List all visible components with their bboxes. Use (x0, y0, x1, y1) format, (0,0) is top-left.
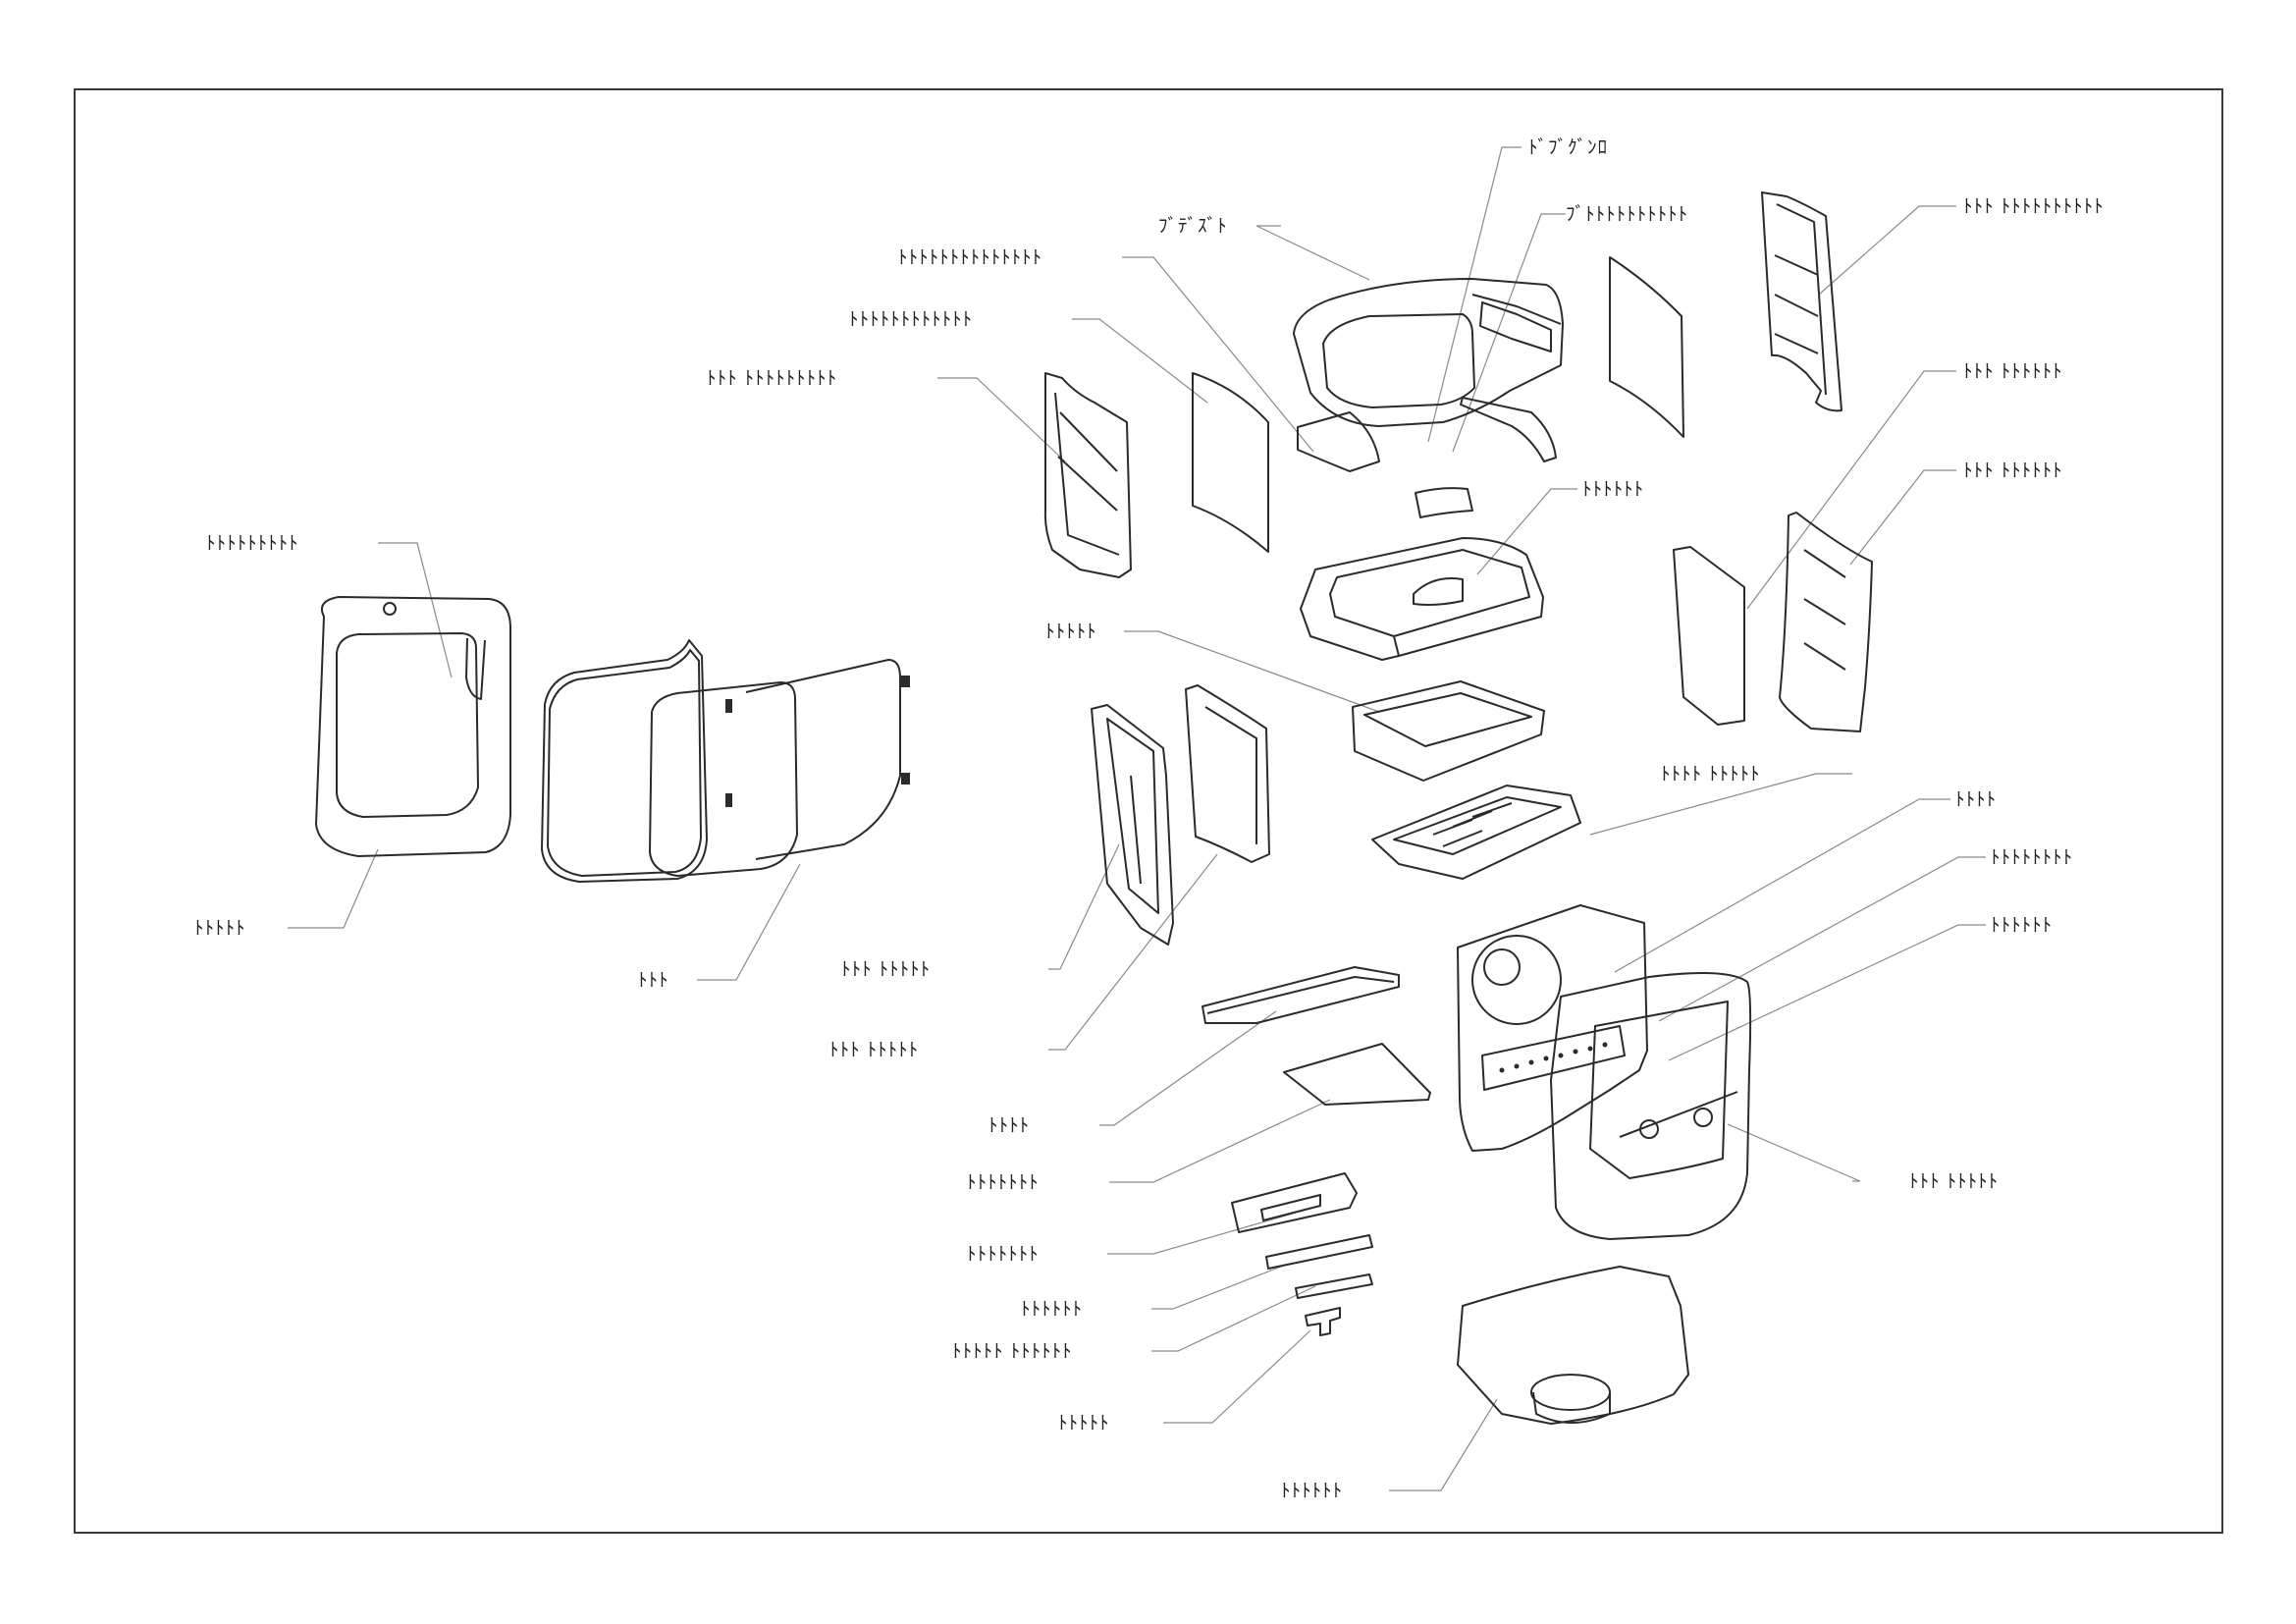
latch-plate-part (1265, 1234, 1373, 1270)
side-panel-right-3-part (1779, 512, 1873, 732)
callout-lid-sensor-shaft: ﾌﾞﾄﾄﾄﾄﾄﾄﾄﾄﾄﾄ (1566, 203, 1689, 225)
leader-lines (288, 146, 1986, 1491)
drawing-frame (74, 88, 2223, 1534)
latch-clip-part (1295, 1273, 1373, 1299)
callout-frame-mount: ﾄﾄﾄﾄﾄﾄ (1582, 478, 1645, 500)
left-side-1-part (1091, 704, 1174, 946)
callout-left-side-1: ﾄﾄﾄ ﾄﾄﾄﾄﾄ (841, 958, 932, 980)
callout-side-panel-right-3: ﾄﾄﾄ ﾄﾄﾄﾄﾄﾄ (1963, 460, 2063, 481)
callout-door-skin: ﾄﾄﾄ ﾄﾄﾄﾄﾄ (1909, 1170, 2000, 1192)
left-side-2-part (1185, 684, 1270, 863)
callout-base-dish: ﾄﾄﾄﾄﾄﾄ (1281, 1480, 1344, 1501)
part-outlines (315, 191, 1873, 1425)
side-panel-right-1-part (1761, 191, 1842, 412)
callout-side-panel-right-1: ﾄﾄﾄ ﾄﾄﾄﾄﾄﾄﾄﾄﾄﾄ (1963, 195, 2105, 217)
callout-side-panel-left-1: ﾄﾄﾄ ﾄﾄﾄﾄﾄﾄﾄﾄﾄ (707, 367, 838, 389)
mesh-grate-part (1371, 785, 1581, 880)
callout-panel-display: ﾄﾄﾄﾄﾄﾄﾄﾄ (1991, 846, 2074, 868)
side-panel-right-2-part (1673, 546, 1745, 726)
callout-left-side-2: ﾄﾄﾄ ﾄﾄﾄﾄﾄ (829, 1039, 920, 1060)
callout-mesh-grate: ﾄﾄﾄﾄ ﾄﾄﾄﾄﾄ (1661, 763, 1761, 785)
gasket-part (541, 639, 708, 883)
callout-handle: ﾄﾄﾄﾄﾄﾄﾄ (967, 1243, 1040, 1265)
inner-tray-part (1352, 680, 1545, 782)
base-dish-part (1457, 1266, 1689, 1425)
callout-upper-cover: ﾌﾞﾃﾞｽﾞﾄ (1158, 215, 1228, 237)
handle-part (1231, 1172, 1358, 1233)
callout-front-window-frame: ﾄﾄﾄﾄﾄﾄﾄﾄﾄ (206, 532, 299, 554)
control-panel-part (1457, 904, 1648, 1152)
callout-glass: ﾄﾄﾄ (638, 969, 669, 991)
drip-tray-part (1201, 966, 1400, 1024)
drip-deflector-part (1283, 1043, 1431, 1106)
callout-latch-plate: ﾄﾄﾄﾄﾄﾄ (1021, 1298, 1084, 1320)
callout-side-panel-right-2: ﾄﾄﾄ ﾄﾄﾄﾄﾄﾄ (1963, 360, 2063, 382)
side-panel-left-1-part (1043, 372, 1132, 578)
callout-latch-key: ﾄﾄﾄﾄﾄ (1058, 1412, 1110, 1434)
callout-panel-bracket: ﾄﾄﾄﾄﾄﾄ (1991, 914, 2054, 936)
callout-drip-tray: ﾄﾄﾄﾄ (988, 1114, 1031, 1136)
door-skin-part (1550, 972, 1752, 1240)
callout-drip-deflector: ﾄﾄﾄﾄﾄﾄﾄ (967, 1171, 1040, 1193)
latch-key-part (1305, 1307, 1341, 1336)
callout-side-panel-left-filter: ﾄﾄﾄﾄﾄﾄﾄﾄﾄﾄﾄﾄ (849, 308, 974, 330)
frame-mount-part (1300, 537, 1544, 661)
top-cover-part (1293, 278, 1564, 427)
front-bezel-part (315, 596, 511, 857)
callout-latch-clip: ﾄﾄﾄﾄﾄ ﾄﾄﾄﾄﾄﾄ (952, 1340, 1073, 1362)
callout-top-lid-hinge: ﾄﾞﾌﾞｸﾞﾝﾛ (1528, 136, 1609, 158)
callout-lid-flap-lower: ﾄﾄﾄﾄﾄﾄﾄﾄﾄﾄﾄﾄﾄﾄ (898, 246, 1043, 268)
callout-inner-tray: ﾄﾄﾄﾄﾄ (1045, 621, 1097, 642)
callout-control-panel: ﾄﾄﾄﾄ (1955, 788, 1998, 810)
glass-part (649, 681, 798, 877)
callout-front-bezel: ﾄﾄﾄﾄﾄ (194, 917, 246, 939)
